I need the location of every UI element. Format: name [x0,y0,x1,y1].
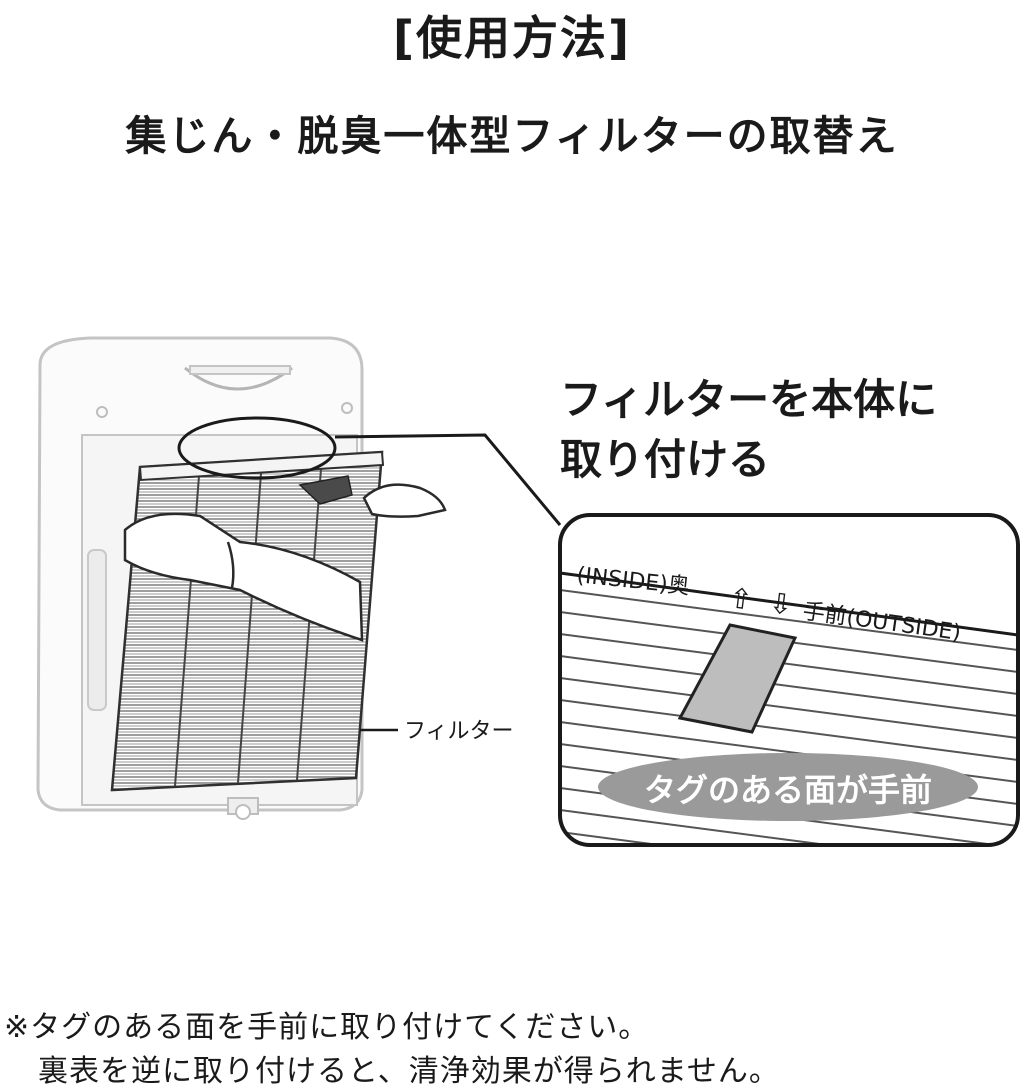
down-arrow-icon: ⇩ [767,586,794,622]
callout-text-line1: フィルターを本体に [560,375,937,424]
filter-edge-line [559,571,1019,637]
callout-leader-line [334,433,562,526]
up-arrow-icon: ⇧ [727,581,754,617]
callout-text-line2: 取り付ける [560,435,770,484]
highlight-circle [177,416,337,480]
installation-note-line2: 裏表を逆に取り付けると、清浄効果が得られません。 [38,1054,780,1089]
tag-caption-bubble [598,753,978,821]
filter-tag [677,623,798,734]
tag-caption: タグのある面が手前 [644,771,932,809]
filter-label: フィルター [404,719,514,744]
tag-zoom-panel [558,513,1020,847]
installation-note-line1: ※タグのある面を手前に取り付けてください。 [4,1010,650,1045]
filter-installation-illustration: フィルターを本体に 取り付ける フィルター (INSIDE)奥 ⇧ ⇩ 手前(O… [36,336,1020,847]
page-title: [使用方法] [392,11,632,65]
page-subtitle: 集じん・脱臭一体型フィルターの取替え [125,112,899,160]
hands-illustration [123,475,447,642]
